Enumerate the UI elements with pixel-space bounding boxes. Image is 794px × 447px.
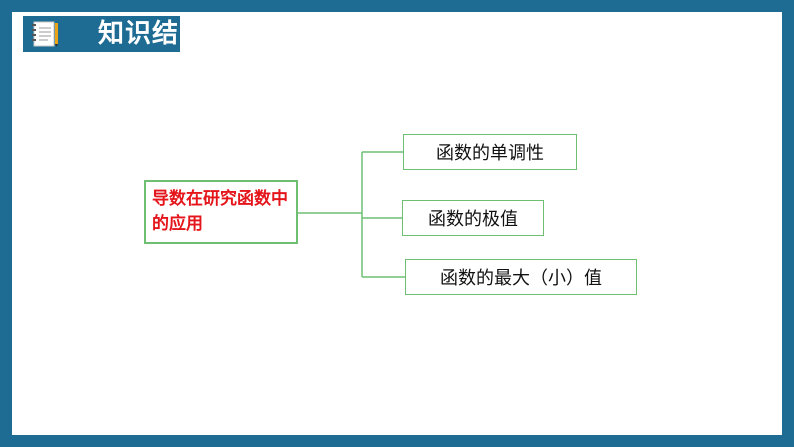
branch-node-monotonicity: 函数的单调性 <box>403 134 577 170</box>
root-node: 导数在研究函数中的应用 <box>144 180 298 244</box>
branch-node-max-min: 函数的最大（小）值 <box>405 259 637 295</box>
slide-canvas <box>12 12 782 435</box>
branch-node-label: 函数的单调性 <box>436 143 544 164</box>
notebook-icon <box>32 21 58 47</box>
root-node-label: 导数在研究函数中的应用 <box>152 189 288 234</box>
branch-node-extremum: 函数的极值 <box>402 200 544 236</box>
branch-node-label: 函数的最大（小）值 <box>440 268 602 289</box>
branch-node-label: 函数的极值 <box>428 209 518 230</box>
section-title: 知识结 <box>98 19 180 49</box>
